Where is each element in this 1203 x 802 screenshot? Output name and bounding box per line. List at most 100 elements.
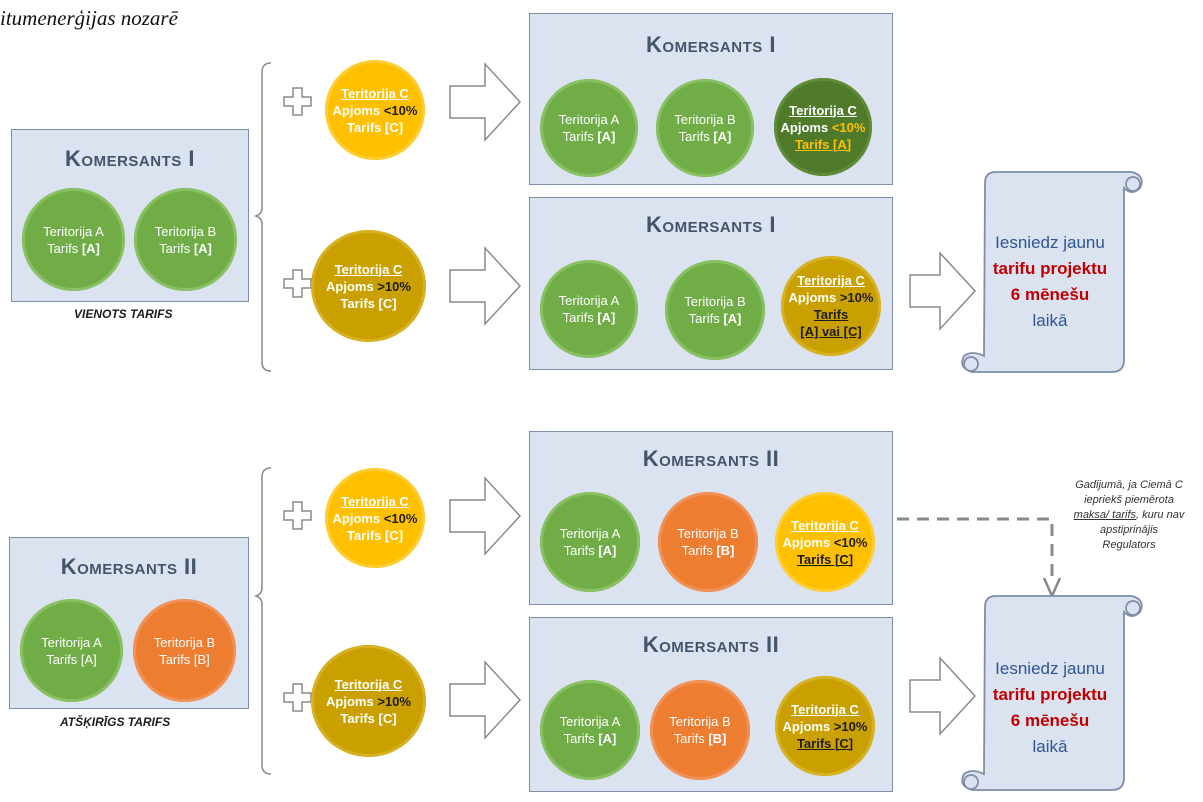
volume-label: Apjoms [780, 119, 832, 135]
page-title: itumenerģijas nozarē [0, 6, 178, 30]
result-panel-komersants-1b: Komersants I Teritorija A Tarifs [A] Ter… [529, 197, 893, 370]
circle-tariff: Tarifs [C] [346, 119, 404, 135]
plus-icon [283, 87, 312, 116]
panel-title: Komersants II [60, 554, 198, 579]
circle-tariff: Tarifs [A] [159, 240, 212, 257]
circle-tariff: Tarifs [813, 307, 849, 322]
tariff-value: [B] [716, 543, 735, 558]
tariff-label: Tarifs [681, 543, 717, 558]
arrow-right-icon [909, 251, 977, 331]
circle-label: Teritorija A [559, 526, 621, 541]
circle-tariff: Tarifs [A] [563, 309, 616, 326]
scroll-line: Iesniedz jaunu [995, 233, 1105, 252]
plus-icon [283, 501, 312, 530]
circle-volume: Apjoms <10% [333, 102, 418, 119]
plus-icons [283, 87, 312, 712]
panel-title: Komersants I [646, 32, 776, 57]
note-emphasis: maksa/ tarifs [1073, 509, 1137, 521]
tariff-label: Tarifs [678, 129, 714, 144]
tariff-value: [B] [193, 651, 210, 667]
tariff-label: Tarifs [47, 240, 82, 256]
volume-value: >10% [377, 693, 411, 709]
plus-icon [283, 269, 312, 298]
tariff-value: [A] [713, 129, 732, 144]
circle-tariff: Tarifs [A] [564, 730, 617, 747]
scroll-line-emphasis: tarifu projektu [992, 685, 1108, 704]
circle-volume: Apjoms <10% [783, 534, 868, 551]
circle-territory-a: Teritorija A Tarifs [A] [540, 680, 640, 780]
circle-label: Teritorija B [669, 714, 731, 729]
circle-label: Teritorija A [41, 634, 102, 650]
circle-label: Teritorija C [791, 701, 859, 717]
volume-value: >10% [833, 718, 868, 734]
panel-title: Komersants I [646, 212, 776, 237]
tariff-value: [A] [597, 129, 616, 144]
circle-tariff: Tarifs [C] [340, 295, 397, 311]
arrow-right-icon [449, 62, 522, 142]
circle-tariff: Tarifs [C] [346, 527, 404, 543]
volume-label: Apjoms [332, 510, 384, 526]
circle-label: Teritorija A [558, 112, 620, 127]
scroll-shape-top [961, 171, 1143, 373]
circle-label: Teritorija B [684, 294, 746, 309]
circle-tariff: Tarifs [A] [563, 128, 616, 145]
circle-label: Teritorija C [341, 85, 409, 101]
circle-territory-c: Teritorija C Apjoms >10% Tarifs [A] vai … [781, 256, 881, 356]
volume-label: Apjoms [326, 693, 378, 709]
scroll-line: laikā [1032, 737, 1068, 756]
tariff-label: Tarifs [673, 731, 709, 746]
circle-label: Teritorija C [334, 261, 403, 277]
scroll-shape-bottom [961, 595, 1143, 791]
circle-label: Teritorija B [677, 526, 739, 541]
note-line: Regulators [1102, 539, 1156, 551]
volume-label: Apjoms [782, 718, 834, 734]
tariff-value: [A] [598, 543, 617, 558]
arrow-right-icon [909, 656, 977, 736]
scroll-text-top: Iesniedz jaunu tarifu projektu 6 mēnešu … [980, 230, 1120, 334]
scroll-line: laikā [1032, 311, 1068, 330]
circle-label: Teritorija C [341, 493, 409, 509]
note-line: maksa/ tarifs, kuru nav [1058, 508, 1200, 523]
volume-value: >10% [839, 290, 874, 305]
circle-tariff: Tarifs [A] [679, 128, 732, 145]
volume-label: Apjoms [326, 278, 378, 294]
circle-territory-c-large: Teritorija C Apjoms >10% Tarifs [C] [311, 230, 426, 342]
circle-label: Teritorija A [559, 714, 621, 729]
bracket-bottom [253, 467, 272, 775]
circle-tariff: Tarifs [C] [340, 710, 397, 726]
circle-territory-b: Teritorija B Tarifs [A] [134, 188, 237, 291]
bracket-top [253, 62, 272, 372]
circle-tariff: Tarifs [A] [46, 651, 97, 668]
arrow-right-icon [449, 476, 522, 556]
circle-tariff: Tarifs [C] [796, 551, 854, 567]
tariff-label: Tarifs [688, 311, 724, 326]
circle-tariff: Tarifs [A] [564, 542, 617, 559]
circle-volume: Apjoms <10% [333, 510, 418, 527]
volume-value: <10% [383, 102, 418, 118]
circle-label: Teritorija B [153, 634, 216, 650]
circle-territory-c: Teritorija C Apjoms <10% Tarifs [A] [774, 78, 872, 176]
tariff-value: [A] [598, 731, 617, 746]
tariff-value: [A] [80, 651, 97, 667]
circle-territory-c: Teritorija C Apjoms >10% Tarifs [C] [775, 676, 875, 776]
note-line: Gadījumā, ja Ciemā C [1075, 479, 1183, 491]
circle-volume: Apjoms >10% [326, 278, 411, 295]
circle-label: Teritorija C [791, 517, 859, 533]
circle-territory-b: Teritorija B Tarifs [B] [133, 599, 236, 702]
circle-territory-b: Teritorija B Tarifs [B] [658, 492, 758, 592]
note-line: apstiprinājis [1099, 524, 1159, 536]
dashed-connector [897, 517, 1054, 580]
scroll-line: Iesniedz jaunu [995, 659, 1105, 678]
volume-label: Apjoms [788, 290, 840, 305]
scroll-line-emphasis: 6 mēnešu [1010, 285, 1090, 304]
scroll-text-bottom: Iesniedz jaunu tarifu projektu 6 mēnešu … [980, 656, 1120, 760]
tariff-label: Tarifs [46, 651, 81, 667]
volume-value: <10% [831, 119, 866, 135]
panel-title: Komersants II [642, 632, 780, 657]
circle-tariff: Tarifs [A] [47, 240, 100, 257]
caption-vienots-tarifs: VIENOTS TARIFS [74, 307, 173, 321]
note-text: , kuru nav [1136, 509, 1185, 521]
tariff-label: Tarifs [159, 240, 194, 256]
circle-territory-a: Teritorija A Tarifs [A] [22, 188, 125, 291]
